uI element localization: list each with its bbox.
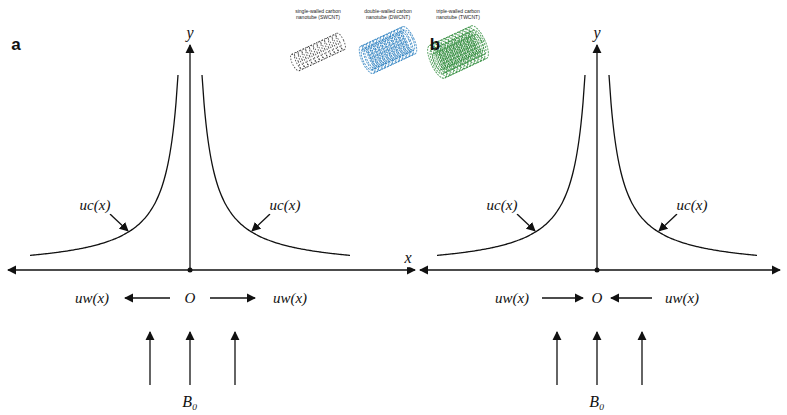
field-arrow <box>596 332 597 385</box>
field-arrow <box>641 332 642 385</box>
field-arrow <box>189 332 190 385</box>
origin-label: O <box>591 290 604 307</box>
dwcnt-icon <box>356 24 420 75</box>
field-arrow <box>556 332 557 385</box>
origin-label: O <box>184 290 197 307</box>
icon-caption: single-walled carbon nanotube (SWCNT) <box>291 9 345 20</box>
curve-label: uc(x) <box>79 197 112 214</box>
axis-label: x <box>403 249 412 267</box>
potential-curve <box>609 75 757 255</box>
field-label: B₀ <box>588 393 605 411</box>
displacement-arrow <box>210 297 255 298</box>
axis-label: y <box>185 24 194 42</box>
curve-label: uc(x) <box>486 197 519 214</box>
swcnt-icon <box>289 32 348 72</box>
origin-dot <box>595 268 600 273</box>
origin-dot <box>188 268 193 273</box>
icon-caption: double-walled carbon nanotube (DWCNT) <box>361 9 415 20</box>
curve-label: uc(x) <box>269 197 302 214</box>
x-axis <box>420 269 780 270</box>
curve-label: uc(x) <box>676 197 709 214</box>
panel-letter: a <box>11 36 20 55</box>
potential-curve <box>437 75 585 255</box>
y-axis <box>189 45 190 270</box>
displacement-label: uw(x) <box>74 290 110 307</box>
displacement-label: uw(x) <box>664 290 700 307</box>
field-arrow <box>149 332 150 385</box>
displacement-arrow <box>611 297 652 298</box>
axis-label: y <box>592 24 601 42</box>
leader-arrow <box>110 214 128 231</box>
leader-arrow <box>517 214 535 231</box>
field-label: B₀ <box>181 393 198 411</box>
displacement-arrow <box>542 297 583 298</box>
leader-arrow <box>252 214 270 231</box>
potential-curve <box>202 75 350 255</box>
displacement-label: uw(x) <box>494 290 530 307</box>
displacement-label: uw(x) <box>272 290 308 307</box>
panel-letter: b <box>430 36 440 55</box>
icon-caption: triple-walled carbon nanotube (TWCNT) <box>431 9 485 20</box>
twcnt-icon <box>424 23 492 80</box>
x-axis <box>8 269 415 270</box>
field-arrow <box>234 332 235 385</box>
y-axis <box>596 45 597 270</box>
leader-arrow <box>659 214 677 231</box>
potential-curve <box>30 75 178 255</box>
displacement-arrow <box>125 297 170 298</box>
